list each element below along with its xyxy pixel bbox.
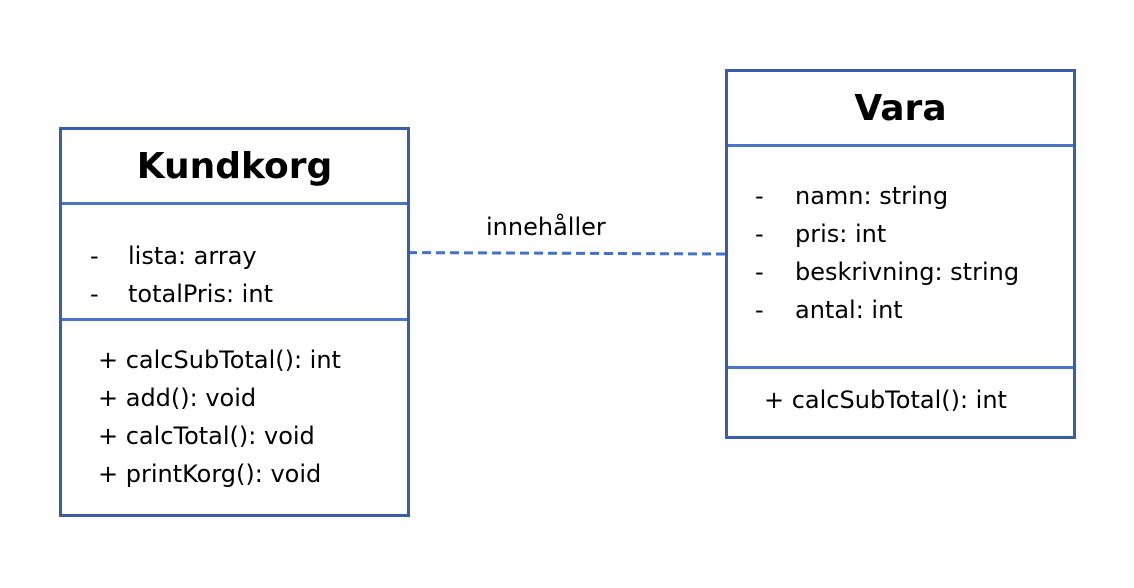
visibility-marker: - bbox=[90, 280, 99, 308]
class-name-vara: Vara bbox=[728, 72, 1073, 147]
visibility-marker: - bbox=[755, 258, 764, 286]
attribute-row: - namn: string bbox=[728, 177, 1073, 215]
attribute-text: beskrivning: string bbox=[795, 258, 1020, 286]
attribute-row: - beskrivning: string bbox=[728, 253, 1073, 291]
attribute-text: lista: array bbox=[128, 242, 257, 270]
operation-row: + printKorg(): void bbox=[98, 460, 322, 488]
relation-label: innehåller bbox=[486, 213, 606, 241]
attribute-row: - pris: int bbox=[728, 215, 1073, 253]
attribute-row: - antal: int bbox=[728, 291, 1073, 329]
visibility-marker: - bbox=[90, 242, 99, 270]
attributes-vara: - namn: string - pris: int - beskrivning… bbox=[728, 147, 1073, 369]
attribute-row: - totalPris: int bbox=[62, 275, 407, 313]
visibility-marker: - bbox=[755, 220, 764, 248]
attribute-row: - lista: array bbox=[62, 237, 407, 275]
visibility-marker: - bbox=[755, 182, 764, 210]
operation-row: + calcTotal(): void bbox=[98, 422, 315, 450]
class-vara: Vara - namn: string - pris: int - beskri… bbox=[725, 69, 1076, 439]
attribute-text: totalPris: int bbox=[128, 280, 273, 308]
operation-row: + add(): void bbox=[98, 384, 257, 412]
operations-kundkorg: + calcSubTotal(): int + add(): void + ca… bbox=[62, 321, 407, 493]
attribute-text: pris: int bbox=[795, 220, 887, 248]
attribute-text: antal: int bbox=[795, 296, 903, 324]
attributes-kundkorg: - lista: array - totalPris: int bbox=[62, 205, 407, 321]
class-kundkorg: Kundkorg - lista: array - totalPris: int… bbox=[59, 127, 410, 517]
class-name-kundkorg: Kundkorg bbox=[62, 130, 407, 205]
attribute-text: namn: string bbox=[795, 182, 949, 210]
operation-row: + calcSubTotal(): int bbox=[98, 346, 341, 374]
visibility-marker: - bbox=[755, 296, 764, 324]
operation-row: + calcSubTotal(): int bbox=[764, 386, 1007, 414]
operations-vara: + calcSubTotal(): int bbox=[728, 369, 1073, 419]
